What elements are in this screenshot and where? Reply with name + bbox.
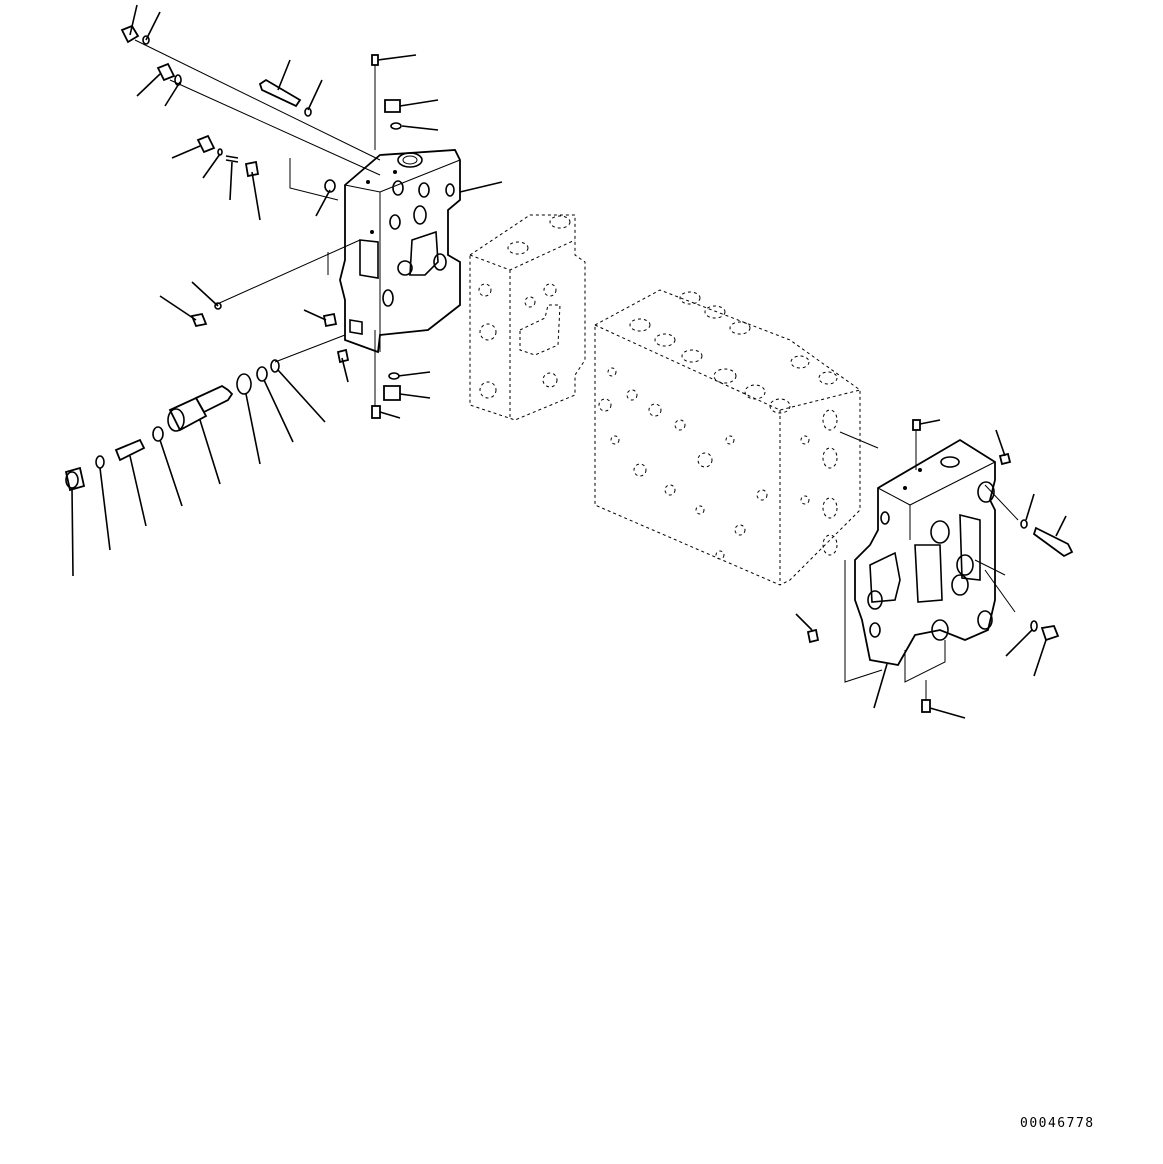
right-valve-section xyxy=(795,419,1074,719)
dashed-middle-section xyxy=(469,214,586,421)
leader-lines-right xyxy=(795,419,1067,719)
leader-lines-left xyxy=(71,4,503,577)
side-port-holes xyxy=(800,409,838,556)
top-port-holes xyxy=(629,291,838,414)
dashed-main-block xyxy=(594,289,861,586)
front-port-holes xyxy=(598,367,768,560)
document-number: 00046778 xyxy=(1020,1116,1095,1131)
left-valve-section xyxy=(64,4,503,577)
